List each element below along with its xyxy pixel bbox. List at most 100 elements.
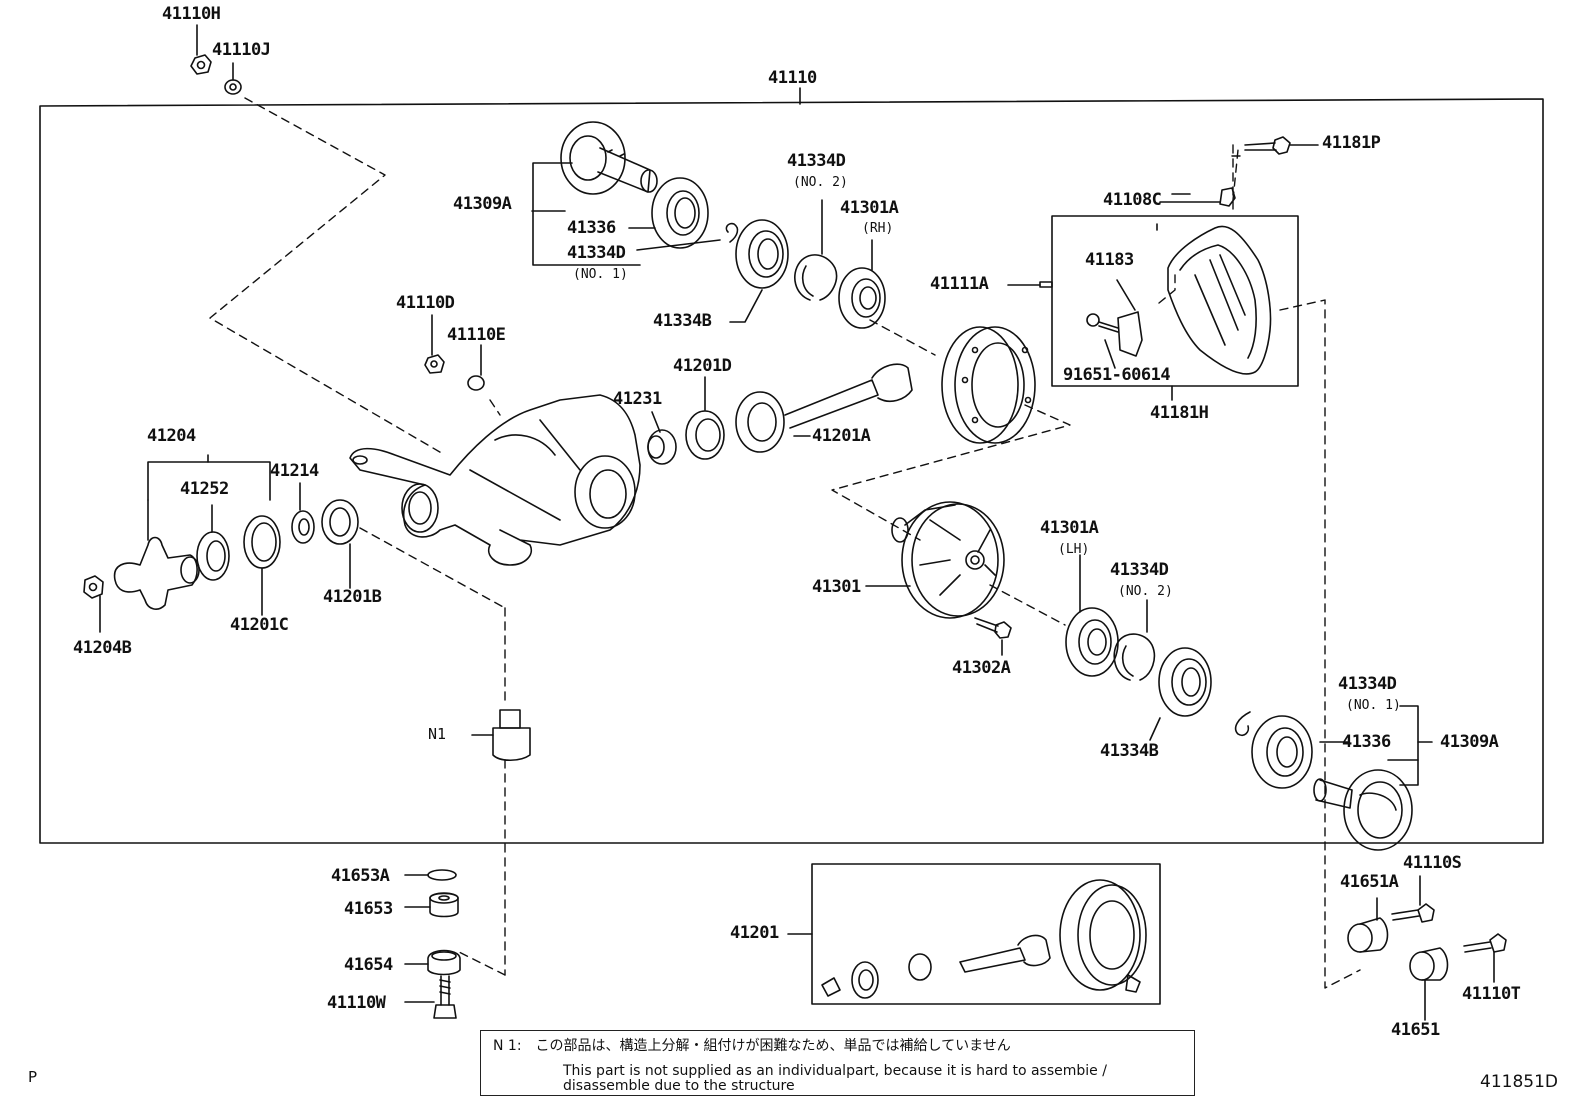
label-41110T: 41110T — [1462, 984, 1521, 1004]
bolt-91651-60614-icon — [1086, 313, 1119, 369]
washer-41110E-icon — [467, 344, 485, 391]
label-41334D-right: 41334D — [1338, 674, 1397, 694]
label-41302A: 41302A — [952, 658, 1011, 678]
oil-seal-41336-top-icon — [651, 177, 709, 249]
label-41110S: 41110S — [1403, 853, 1462, 873]
note-box: N 1: この部品は、構造上分解・組付けが困難なため、単品では補給していません … — [480, 1030, 1195, 1096]
label-41214: 41214 — [270, 461, 319, 481]
differential-case-41301-icon — [865, 501, 1005, 619]
label-41654: 41654 — [344, 955, 393, 975]
label-41301: 41301 — [812, 577, 861, 597]
companion-flange-41204-icon — [113, 454, 271, 610]
label-41653: 41653 — [344, 899, 393, 919]
label-41309A-top: 41309A — [453, 194, 512, 214]
label-41334B-bot: 41334B — [1100, 741, 1159, 761]
label-41301A-top: 41301A — [840, 198, 899, 218]
seal-41201C-icon — [243, 515, 281, 616]
diagram-id: 411851D — [1480, 1072, 1558, 1092]
label-41653A: 41653A — [331, 866, 390, 886]
flange-shaft-41309A-top-icon — [560, 121, 658, 195]
note-english-line1: This part is not supplied as an individu… — [563, 1063, 1107, 1079]
mount-41653-icon — [404, 892, 459, 918]
note-english-line2: disassemble due to the structure — [563, 1078, 795, 1094]
label-41110W: 41110W — [327, 993, 386, 1013]
oil-slinger-41252-icon — [196, 504, 230, 581]
label-41301A-bot-lh: (LH) — [1058, 542, 1090, 557]
oil-seal-41336-right-icon — [1251, 715, 1313, 789]
label-91651-60614: 91651-60614 — [1063, 365, 1171, 385]
label-41336-top: 41336 — [567, 218, 616, 238]
mount-41654-icon — [404, 949, 461, 976]
breather-41108C-icon — [1159, 187, 1236, 207]
label-41204: 41204 — [147, 426, 196, 446]
corner-mark: P — [28, 1068, 38, 1086]
washer-41110J-icon — [224, 62, 242, 95]
label-41181P: 41181P — [1322, 133, 1381, 153]
label-41201B: 41201B — [323, 587, 382, 607]
nut-41204B-icon — [83, 575, 104, 633]
note-japanese: N 1: この部品は、構造上分解・組付けが困難なため、単品では補給していません — [493, 1038, 1011, 1054]
label-41309A-right: 41309A — [1440, 732, 1499, 752]
spacer-41231-icon — [647, 411, 677, 465]
pin-41111A-icon — [1007, 281, 1053, 288]
bolt-41302A-icon — [974, 617, 1012, 656]
label-N1: N1 — [428, 725, 447, 743]
label-41204B: 41204B — [73, 638, 132, 658]
label-41110H: 41110H — [162, 4, 221, 24]
label-41201C: 41201C — [230, 615, 289, 635]
label-41231: 41231 — [613, 389, 662, 409]
label-41201-kit: 41201 — [730, 923, 779, 943]
label-41334D-top-no: (NO. 1) — [573, 267, 628, 282]
washer-41201D-icon — [685, 376, 725, 460]
label-41301A-top-rh: (RH) — [862, 221, 894, 236]
bolt-41181P-icon — [1244, 136, 1319, 155]
label-41201D: 41201D — [673, 356, 732, 376]
assembly-frame-41110 — [39, 98, 1544, 844]
bushing-41651A-icon — [1347, 897, 1389, 953]
label-41334D-mid: 41334D — [787, 151, 846, 171]
label-41111A: 41111A — [930, 274, 989, 294]
label-41252: 41252 — [180, 479, 229, 499]
label-41181H: 41181H — [1150, 403, 1209, 423]
bolt-41110T-icon — [1463, 933, 1507, 983]
label-41110J: 41110J — [212, 40, 271, 60]
spacer-41214-icon — [291, 482, 315, 544]
nut-41110D-icon — [424, 314, 445, 374]
label-41336-right: 41336 — [1342, 732, 1391, 752]
snap-ring-41334D-no1-top-icon — [725, 222, 739, 243]
label-41334B-top: 41334B — [653, 311, 712, 331]
snap-ring-41334D-no2-bot-icon — [1113, 599, 1156, 681]
cover-box-41181H — [1051, 215, 1299, 387]
bolt-41110W-icon — [404, 975, 457, 1019]
drive-pinion-41201A-icon — [735, 363, 913, 453]
label-41334D-bot: 41334D — [1110, 560, 1169, 580]
label-41110E: 41110E — [447, 325, 506, 345]
bushing-41651-icon — [1409, 947, 1449, 1021]
flange-shaft-41309A-right-icon — [1313, 769, 1413, 851]
kit-parts-icon — [821, 879, 1147, 999]
label-41201A: 41201A — [812, 426, 871, 446]
label-41334D-top: 41334D — [567, 243, 626, 263]
label-41110: 41110 — [768, 68, 817, 88]
label-41183: 41183 — [1085, 250, 1134, 270]
bracket-41183-icon — [1116, 279, 1143, 357]
snap-ring-41334D-no2-mid-icon — [794, 199, 838, 301]
label-41651: 41651 — [1391, 1020, 1440, 1040]
label-41651A: 41651A — [1340, 872, 1399, 892]
differential-carrier-icon — [349, 394, 641, 566]
label-41108C: 41108C — [1103, 190, 1162, 210]
bearing-41301A-rh-icon — [838, 239, 886, 329]
nut-41110H-icon — [190, 24, 212, 75]
snap-ring-41334D-no1-right-icon — [1234, 711, 1251, 737]
label-41110D: 41110D — [396, 293, 455, 313]
label-41301A-bot: 41301A — [1040, 518, 1099, 538]
label-41334D-right-no: (NO. 1) — [1346, 698, 1401, 713]
rear-cover-icon — [1167, 225, 1272, 375]
bolt-41110S-icon — [1391, 875, 1435, 923]
ring-gear-icon — [941, 326, 1036, 444]
bearing-41334B-top-icon — [729, 219, 789, 323]
bearing-41334B-bot-icon — [1149, 647, 1212, 741]
part-N1-icon — [471, 709, 531, 762]
label-41334D-mid-no: (NO. 2) — [793, 175, 848, 190]
